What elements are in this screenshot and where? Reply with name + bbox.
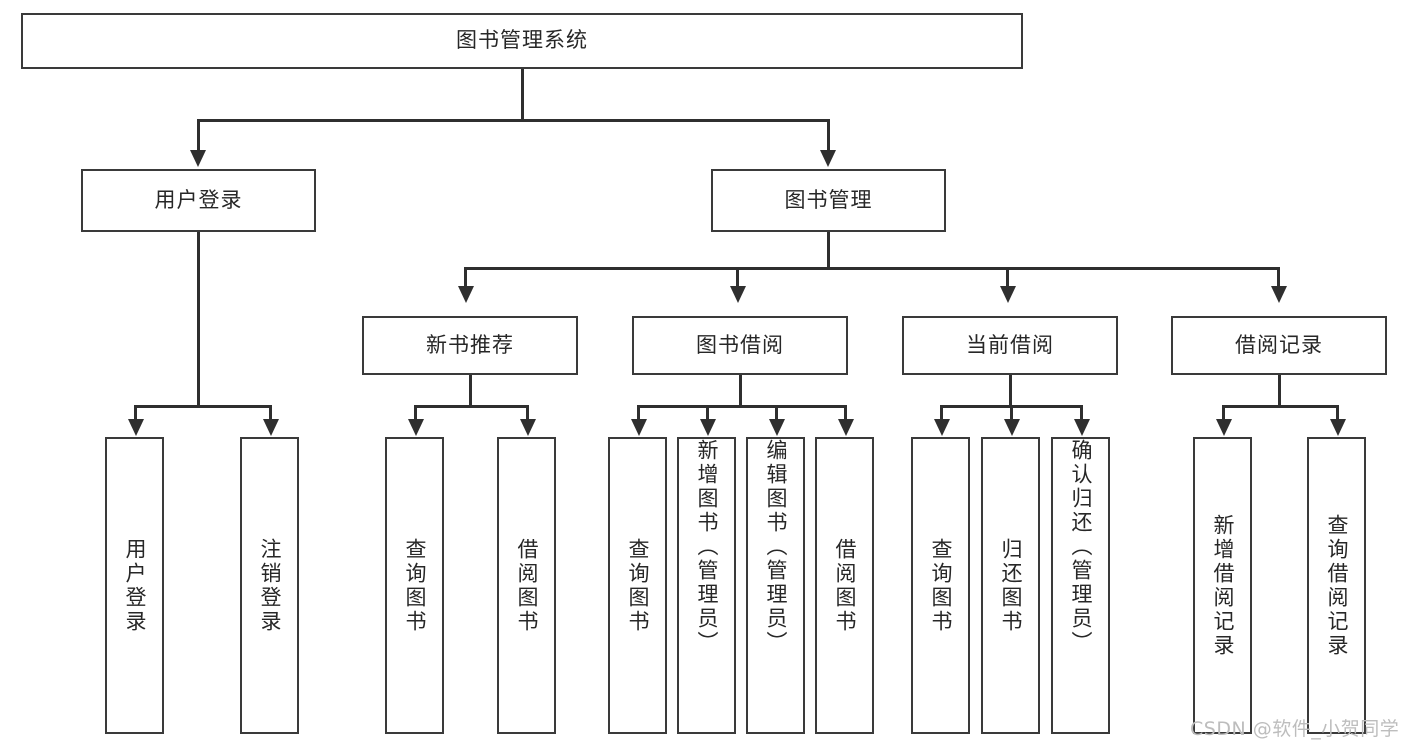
arrow-to-leaf-user-login (128, 419, 144, 436)
book-borrow-label: 图书借阅 (696, 332, 784, 357)
current-borrow-label: 当前借阅 (966, 332, 1054, 357)
borrow-record-node[interactable]: 借阅记录 (1171, 316, 1387, 375)
edge-bb-stem (739, 375, 742, 407)
edge-book-mgmt-to-n2 (736, 267, 739, 289)
borrow-record-label: 借阅记录 (1235, 332, 1323, 357)
edge-br-bar (1222, 405, 1336, 408)
edge-bb-to-leaf1 (637, 405, 640, 422)
edge-cb-to-leaf3 (1080, 405, 1083, 422)
user-login-node-label: 用户登录 (154, 187, 243, 212)
arrow-to-book-mgmt (820, 150, 836, 167)
arrow-to-leaf-add-book-admin (700, 419, 716, 436)
edge-root-stem (521, 69, 524, 120)
book-management-node-label: 图书管理 (784, 187, 873, 212)
edge-user-login-bar (134, 405, 269, 408)
leaf-borrow-book-2-label: 借阅图书 (833, 537, 857, 634)
root-node-label: 图书管理系统 (456, 28, 588, 53)
edge-root-bar (197, 119, 829, 122)
edge-book-mgmt-bar (464, 267, 1279, 270)
arrow-to-leaf-query-borrow-record (1330, 419, 1346, 436)
leaf-return-book[interactable]: 归还图书 (981, 437, 1040, 734)
arrow-to-leaf-borrow-book-2 (838, 419, 854, 436)
edge-cb-to-leaf1 (940, 405, 943, 422)
leaf-add-borrow-record-label: 新增借阅记录 (1211, 513, 1235, 658)
leaf-borrow-book-2[interactable]: 借阅图书 (815, 437, 874, 734)
arrow-to-leaf-return-book (1004, 419, 1020, 436)
leaf-user-login[interactable]: 用户登录 (105, 437, 164, 734)
arrow-to-current-borrow (1000, 286, 1016, 303)
edge-br-to-leaf1 (1222, 405, 1225, 422)
leaf-logout-login-label: 注销登录 (258, 537, 282, 634)
new-book-recommend-node[interactable]: 新书推荐 (362, 316, 578, 375)
arrow-to-borrow-record (1271, 286, 1287, 303)
leaf-query-book-2-label: 查询图书 (626, 537, 650, 634)
arrow-to-user-login (190, 150, 206, 167)
arrow-to-leaf-add-borrow-record (1216, 419, 1232, 436)
edge-user-login-stem (197, 232, 200, 407)
root-node[interactable]: 图书管理系统 (21, 13, 1023, 69)
edge-book-mgmt-to-n4 (1277, 267, 1280, 289)
arrow-to-leaf-edit-book-admin (769, 419, 785, 436)
leaf-query-borrow-record-label: 查询借阅记录 (1325, 513, 1349, 658)
edge-cb-stem (1009, 375, 1012, 407)
leaf-user-login-label: 用户登录 (123, 537, 147, 634)
leaf-query-book-1-label: 查询图书 (403, 537, 427, 634)
edge-root-to-book-mgmt (827, 119, 830, 152)
edge-bb-to-leaf4 (844, 405, 847, 422)
edge-book-mgmt-to-n3 (1006, 267, 1009, 289)
edge-nbr-to-leaf1 (414, 405, 417, 422)
edge-nbr-stem (469, 375, 472, 407)
csdn-watermark: CSDN @软件_小贺同学 (1190, 718, 1400, 740)
leaf-query-book-1[interactable]: 查询图书 (385, 437, 444, 734)
current-borrow-node[interactable]: 当前借阅 (902, 316, 1118, 375)
arrow-to-leaf-query-book-2 (631, 419, 647, 436)
edge-bb-bar (637, 405, 845, 408)
edge-nbr-bar (414, 405, 526, 408)
edge-bb-to-leaf3 (775, 405, 778, 422)
user-login-node[interactable]: 用户登录 (81, 169, 316, 232)
leaf-add-borrow-record[interactable]: 新增借阅记录 (1193, 437, 1252, 734)
edge-nbr-to-leaf2 (526, 405, 529, 422)
edge-bb-to-leaf2 (706, 405, 709, 422)
leaf-borrow-book-1-label: 借阅图书 (515, 537, 539, 634)
leaf-add-book-admin-label: 新增图书（管理员） (695, 439, 719, 655)
new-book-recommend-label: 新书推荐 (426, 332, 514, 357)
leaf-query-book-3[interactable]: 查询图书 (911, 437, 970, 734)
arrow-to-leaf-logout-login (263, 419, 279, 436)
leaf-edit-book-admin[interactable]: 编辑图书（管理员） (746, 437, 805, 734)
edge-root-to-user-login (197, 119, 200, 152)
leaf-add-book-admin[interactable]: 新增图书（管理员） (677, 437, 736, 734)
arrow-to-leaf-query-book-1 (408, 419, 424, 436)
leaf-logout-login[interactable]: 注销登录 (240, 437, 299, 734)
book-management-node[interactable]: 图书管理 (711, 169, 946, 232)
edge-book-mgmt-stem (827, 232, 830, 269)
leaf-borrow-book-1[interactable]: 借阅图书 (497, 437, 556, 734)
edge-book-mgmt-to-n1 (464, 267, 467, 289)
arrow-to-book-borrow (730, 286, 746, 303)
leaf-query-book-2[interactable]: 查询图书 (608, 437, 667, 734)
leaf-query-book-3-label: 查询图书 (929, 537, 953, 634)
edge-br-to-leaf2 (1336, 405, 1339, 422)
edge-br-stem (1278, 375, 1281, 407)
arrow-to-leaf-confirm-return-admin (1074, 419, 1090, 436)
edge-cb-to-leaf2 (1010, 405, 1013, 422)
arrow-to-new-book-recommend (458, 286, 474, 303)
leaf-edit-book-admin-label: 编辑图书（管理员） (764, 439, 788, 655)
leaf-confirm-return-admin[interactable]: 确认归还（管理员） (1051, 437, 1110, 734)
arrow-to-leaf-query-book-3 (934, 419, 950, 436)
book-borrow-node[interactable]: 图书借阅 (632, 316, 848, 375)
edge-user-login-to-leaf2 (269, 405, 272, 422)
arrow-to-leaf-borrow-book-1 (520, 419, 536, 436)
edge-user-login-to-leaf1 (134, 405, 137, 422)
leaf-return-book-label: 归还图书 (999, 537, 1023, 634)
leaf-confirm-return-admin-label: 确认归还（管理员） (1069, 439, 1093, 655)
leaf-query-borrow-record[interactable]: 查询借阅记录 (1307, 437, 1366, 734)
